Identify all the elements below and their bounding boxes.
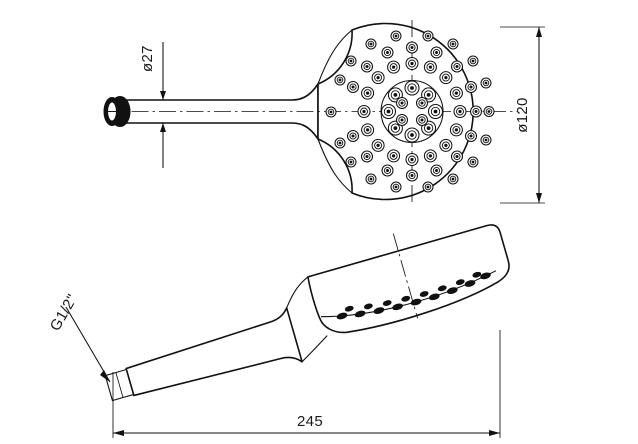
nozzle	[381, 46, 394, 59]
nozzle-profile	[373, 307, 385, 314]
nozzle	[371, 71, 385, 85]
nozzle	[483, 105, 495, 118]
dimension-label-handle-diameter: ø27	[139, 45, 156, 72]
nozzle	[430, 164, 443, 177]
nozzle-cluster-center	[380, 80, 444, 143]
nozzle	[423, 149, 437, 163]
nozzle-profile	[401, 295, 411, 302]
dimension-label-head-diameter: ø120	[514, 97, 531, 132]
nozzle	[404, 127, 420, 143]
callout-thread-size: G1/2"	[47, 291, 111, 383]
nozzle	[334, 137, 346, 149]
nozzle	[395, 96, 409, 110]
nozzle	[447, 173, 459, 185]
nozzle	[334, 74, 346, 86]
nozzle	[464, 80, 478, 94]
nozzle-profile	[354, 310, 366, 318]
dimension-label-overall-length: 245	[297, 413, 323, 430]
side-view-group: 245 G1/2"	[47, 224, 510, 438]
handle-shaft-side	[125, 307, 303, 397]
nozzle-ring-middle	[357, 56, 467, 167]
spray-head-side	[307, 224, 510, 334]
nozzle	[405, 56, 419, 71]
nozzle-ring-outer-b	[325, 30, 495, 193]
head-transition-side	[286, 276, 328, 363]
nozzle	[464, 129, 478, 143]
nozzle	[453, 104, 467, 119]
callout-label-thread-size: G1/2"	[47, 291, 81, 334]
nozzle	[447, 38, 459, 50]
nozzle	[480, 134, 492, 146]
dimension-handle-diameter: ø27	[139, 42, 166, 168]
nozzle	[371, 138, 385, 152]
nozzle	[390, 30, 402, 42]
nozzle	[469, 105, 483, 118]
nozzle	[361, 86, 375, 100]
nozzle	[422, 30, 434, 42]
nozzle	[404, 80, 420, 96]
nozzle-profile	[382, 300, 392, 306]
nozzle	[405, 41, 419, 54]
nozzle	[395, 113, 409, 127]
nozzle	[365, 173, 377, 185]
nozzle-profile	[480, 272, 491, 280]
nozzle-profile	[336, 312, 348, 320]
head-centerline-side	[392, 233, 418, 319]
nozzle	[345, 55, 357, 67]
nozzle	[405, 152, 419, 167]
nozzle	[415, 96, 429, 110]
top-view-group: ø27 ø120	[103, 20, 545, 205]
nozzle-profile	[455, 279, 465, 285]
nozzle	[360, 150, 374, 163]
nozzle	[449, 86, 463, 100]
nozzle-profile	[446, 287, 458, 294]
nozzle-profile	[428, 293, 440, 301]
nozzle	[360, 60, 374, 73]
nozzle	[346, 129, 360, 143]
nozzle	[480, 77, 492, 89]
nozzle	[361, 123, 375, 137]
nozzle-profile	[419, 291, 429, 297]
nozzle	[390, 181, 402, 193]
nozzle-profile	[464, 280, 476, 287]
dimension-head-diameter: ø120	[500, 26, 545, 204]
nozzle	[357, 104, 371, 119]
nozzle-profiles-side	[336, 271, 491, 320]
nozzle	[450, 60, 464, 73]
nozzle	[427, 103, 444, 120]
nozzle	[467, 55, 479, 67]
nozzle	[381, 164, 394, 177]
nozzle	[325, 106, 337, 118]
nozzle	[449, 123, 463, 137]
nozzle	[439, 138, 453, 152]
nozzle-profile	[344, 305, 354, 312]
nozzle	[415, 113, 429, 127]
nozzle	[439, 71, 453, 85]
nozzle	[365, 38, 377, 50]
nozzle	[423, 60, 437, 74]
nozzle-ring-outer-a	[346, 41, 483, 182]
nozzle-profile	[472, 271, 482, 278]
nozzle	[387, 60, 401, 74]
nozzle	[467, 156, 479, 168]
nozzle-profile	[392, 303, 404, 311]
nozzle	[380, 103, 397, 120]
nozzle	[450, 150, 464, 163]
dimension-overall-length: 245	[113, 413, 500, 436]
handle-head-flare	[317, 29, 353, 194]
nozzle-profile	[363, 303, 373, 310]
side-view-body	[104, 224, 510, 402]
nozzle	[422, 181, 434, 193]
nozzle	[405, 169, 419, 182]
nozzle	[346, 80, 360, 94]
inlet-thread-stub	[104, 368, 135, 402]
nozzle	[387, 149, 401, 163]
nozzle	[430, 46, 443, 59]
nozzle-profile	[437, 285, 447, 292]
nozzle	[345, 156, 357, 168]
nozzle-profile	[410, 298, 422, 306]
